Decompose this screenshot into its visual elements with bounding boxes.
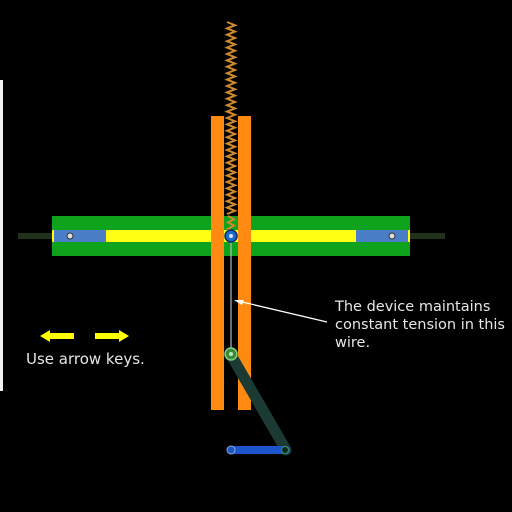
upright-right — [238, 116, 251, 410]
spring-lower — [225, 215, 237, 233]
controls-hint: Use arrow keys. — [26, 350, 145, 368]
crank-pivot-right — [281, 446, 289, 454]
slide-rod-right — [405, 233, 445, 239]
annotation-pointer — [237, 300, 328, 323]
annotation-pointer-head — [234, 300, 244, 305]
center-pulley-hub — [229, 234, 233, 238]
wire-joint-center — [229, 352, 233, 356]
pivot-right — [388, 232, 396, 240]
slider-block-left — [54, 230, 106, 242]
crank-pivot-left — [226, 445, 236, 455]
pivot-left — [66, 232, 74, 240]
right-arrow-icon — [95, 330, 129, 342]
spring — [224, 21, 238, 215]
upright-left — [211, 116, 224, 410]
link-arm — [225, 349, 292, 456]
slide-rod-left — [18, 233, 58, 239]
left-arrow-icon — [40, 330, 74, 342]
tension-annotation: The device maintains constant tension in… — [335, 299, 505, 351]
frame-edge — [0, 80, 3, 391]
slider-block-right — [356, 230, 408, 242]
